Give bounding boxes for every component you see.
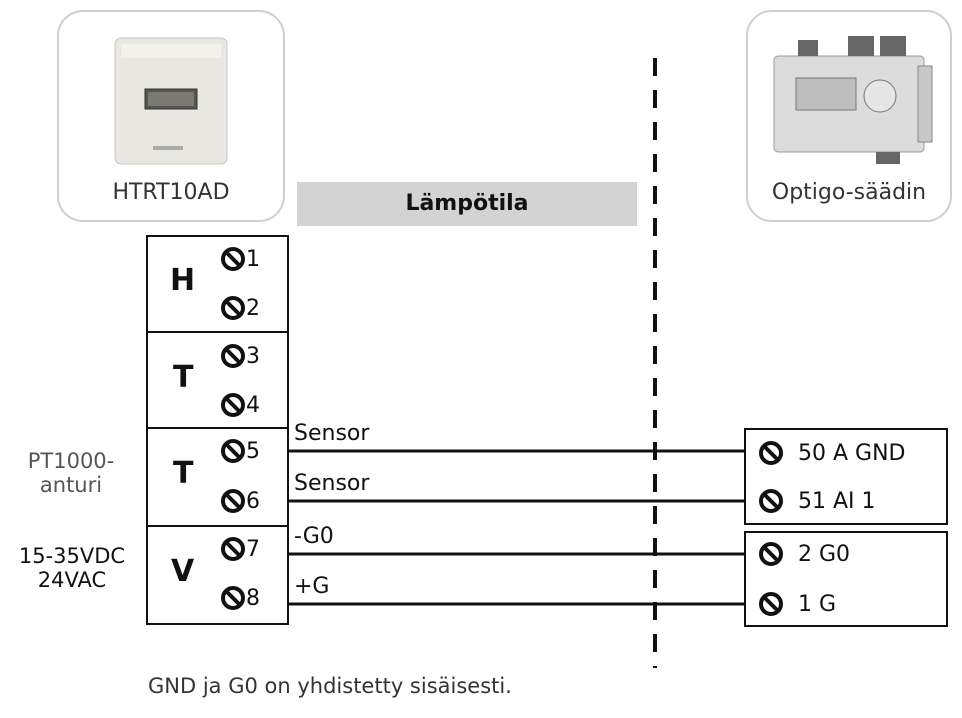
terminal-8: 8	[220, 585, 260, 611]
screw-terminal-icon	[221, 586, 245, 610]
terminal-4: 4	[220, 392, 260, 418]
screw-terminal-icon	[221, 247, 245, 271]
wire-label-1: Sensor	[294, 421, 370, 446]
terminal-number: 1	[246, 246, 260, 272]
terminal-block-t2	[146, 427, 289, 527]
screw-terminal-icon	[221, 537, 245, 561]
screw-terminal-icon	[221, 296, 245, 320]
terminal-block-v	[146, 525, 289, 625]
screw-terminal-icon	[759, 489, 783, 513]
controller-terminal-label: 2 G0	[798, 541, 851, 567]
screw-terminal-icon	[759, 441, 783, 465]
power-label: 15-35VDC 24VAC	[2, 544, 142, 592]
screw-terminal-icon	[221, 393, 245, 417]
wire-label-3: -G0	[294, 524, 334, 549]
terminal-5: 5	[220, 438, 260, 464]
screw-terminal-icon	[759, 542, 783, 566]
controller-image	[773, 36, 933, 164]
terminal-6: 6	[220, 488, 260, 514]
sensor-label: PT1000- anturi	[12, 449, 130, 497]
terminal-2: 2	[220, 295, 260, 321]
htrt10ad-label: HTRT10AD	[112, 180, 230, 205]
optigo-device-card: Optigo-säädin	[746, 10, 952, 222]
power-label-line1: 15-35VDC	[18, 544, 126, 568]
terminal-number: 7	[246, 536, 260, 562]
room-sensor-image	[114, 37, 228, 165]
terminal-number: 5	[246, 438, 260, 464]
terminal-7: 7	[220, 536, 260, 562]
terminal-number: 6	[246, 488, 260, 514]
optigo-label: Optigo-säädin	[771, 180, 927, 205]
screw-terminal-icon	[759, 592, 783, 616]
block-letter-h: H	[170, 263, 196, 298]
terminal-number: 4	[246, 392, 260, 418]
controller-terminal-label: 51 AI 1	[798, 488, 876, 514]
controller-terminal-label: 1 G	[798, 591, 837, 617]
screw-terminal-icon	[221, 439, 245, 463]
footer-note: GND ja G0 on yhdistetty sisäisesti.	[148, 674, 512, 698]
terminal-number: 3	[246, 343, 260, 369]
screw-terminal-icon	[221, 489, 245, 513]
htrt10ad-device-card: HTRT10AD	[57, 10, 285, 222]
block-letter-t1: T	[173, 360, 194, 395]
temperature-banner: Lämpötila	[297, 182, 637, 226]
sensor-label-line1: PT1000-	[27, 449, 115, 473]
terminal-1: 1	[220, 246, 260, 272]
terminal-number: 8	[246, 585, 260, 611]
block-letter-t2: T	[173, 456, 194, 491]
controller-terminal-1: 1 G	[758, 591, 836, 617]
controller-terminal-50: 50 A GND	[758, 440, 905, 466]
controller-terminal-2: 2 G0	[758, 541, 850, 567]
wire-label-2: Sensor	[294, 471, 370, 496]
terminal-block-t1	[146, 331, 289, 429]
controller-terminal-51: 51 AI 1	[758, 488, 876, 514]
block-letter-v: V	[171, 554, 195, 589]
wire-label-4: +G	[294, 574, 330, 599]
screw-terminal-icon	[221, 344, 245, 368]
terminal-3: 3	[220, 343, 260, 369]
controller-terminal-label: 50 A GND	[798, 440, 906, 466]
terminal-block-h	[146, 235, 289, 333]
power-label-line2: 24VAC	[37, 568, 107, 592]
terminal-number: 2	[246, 295, 260, 321]
sensor-label-line2: anturi	[39, 473, 103, 497]
